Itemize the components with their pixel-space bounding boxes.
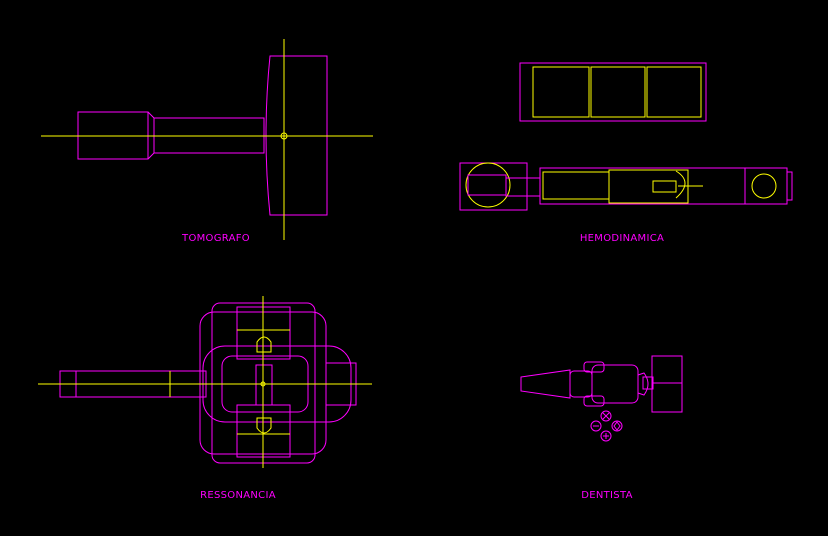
- dentista-pedal-center: [600, 430, 612, 442]
- ressonancia-center-block: [255, 364, 273, 406]
- dentista-chair-leg-rest: [520, 369, 571, 399]
- dentista-pedal-right: [611, 420, 623, 432]
- ressonancia-label: RESSONANCIA: [200, 490, 276, 501]
- hemodinamica-tube-arc: [675, 170, 686, 199]
- dentista-drawing: DENTISTA: [520, 355, 683, 501]
- ressonancia-bore-cap-bottom: [256, 417, 272, 434]
- dentista-pedal-left: [590, 420, 602, 432]
- hemodinamica-label: HEMODINAMICA: [580, 233, 664, 244]
- hemodinamica-monitor-3: [646, 66, 702, 118]
- ressonancia-isocenter: [260, 381, 266, 387]
- ressonancia-drawing: RESSONANCIA: [38, 296, 372, 501]
- dentista-headrest: [637, 372, 649, 396]
- dentista-armrest-bottom: [583, 395, 605, 407]
- hemodinamica-monitor-2: [590, 66, 646, 118]
- tomografo-gantry: [265, 55, 328, 216]
- dentista-label: DENTISTA: [581, 490, 632, 501]
- hemodinamica-head-circle: [751, 173, 777, 199]
- dentista-pedal-mark-right: [613, 421, 621, 431]
- tomografo-label: TOMOGRAFO: [181, 233, 250, 244]
- hemodinamica-base: [459, 162, 528, 211]
- tomografo-drawing: TOMOGRAFO: [41, 39, 373, 244]
- dentista-pedal-mark-center: [603, 433, 609, 439]
- dentista-pedal-top: [600, 410, 612, 422]
- hemodinamica-c-arm-rotor: [465, 162, 511, 208]
- hemodinamica-table-cap: [786, 171, 793, 201]
- hemodinamica-cabinet: [519, 62, 707, 122]
- ressonancia-bore-cap-top: [256, 336, 272, 353]
- hemodinamica-monitor-1: [532, 66, 590, 118]
- dentista-connector: [642, 376, 654, 390]
- hemodinamica-drawing: HEMODINAMICA: [459, 62, 793, 244]
- tomografo-isocenter: [280, 132, 288, 140]
- dentista-armrest-top: [583, 361, 605, 373]
- dentista-pedal-mark-top: [602, 412, 610, 420]
- dentista-unit-bottom: [651, 382, 683, 413]
- hemodinamica-detector: [652, 180, 677, 193]
